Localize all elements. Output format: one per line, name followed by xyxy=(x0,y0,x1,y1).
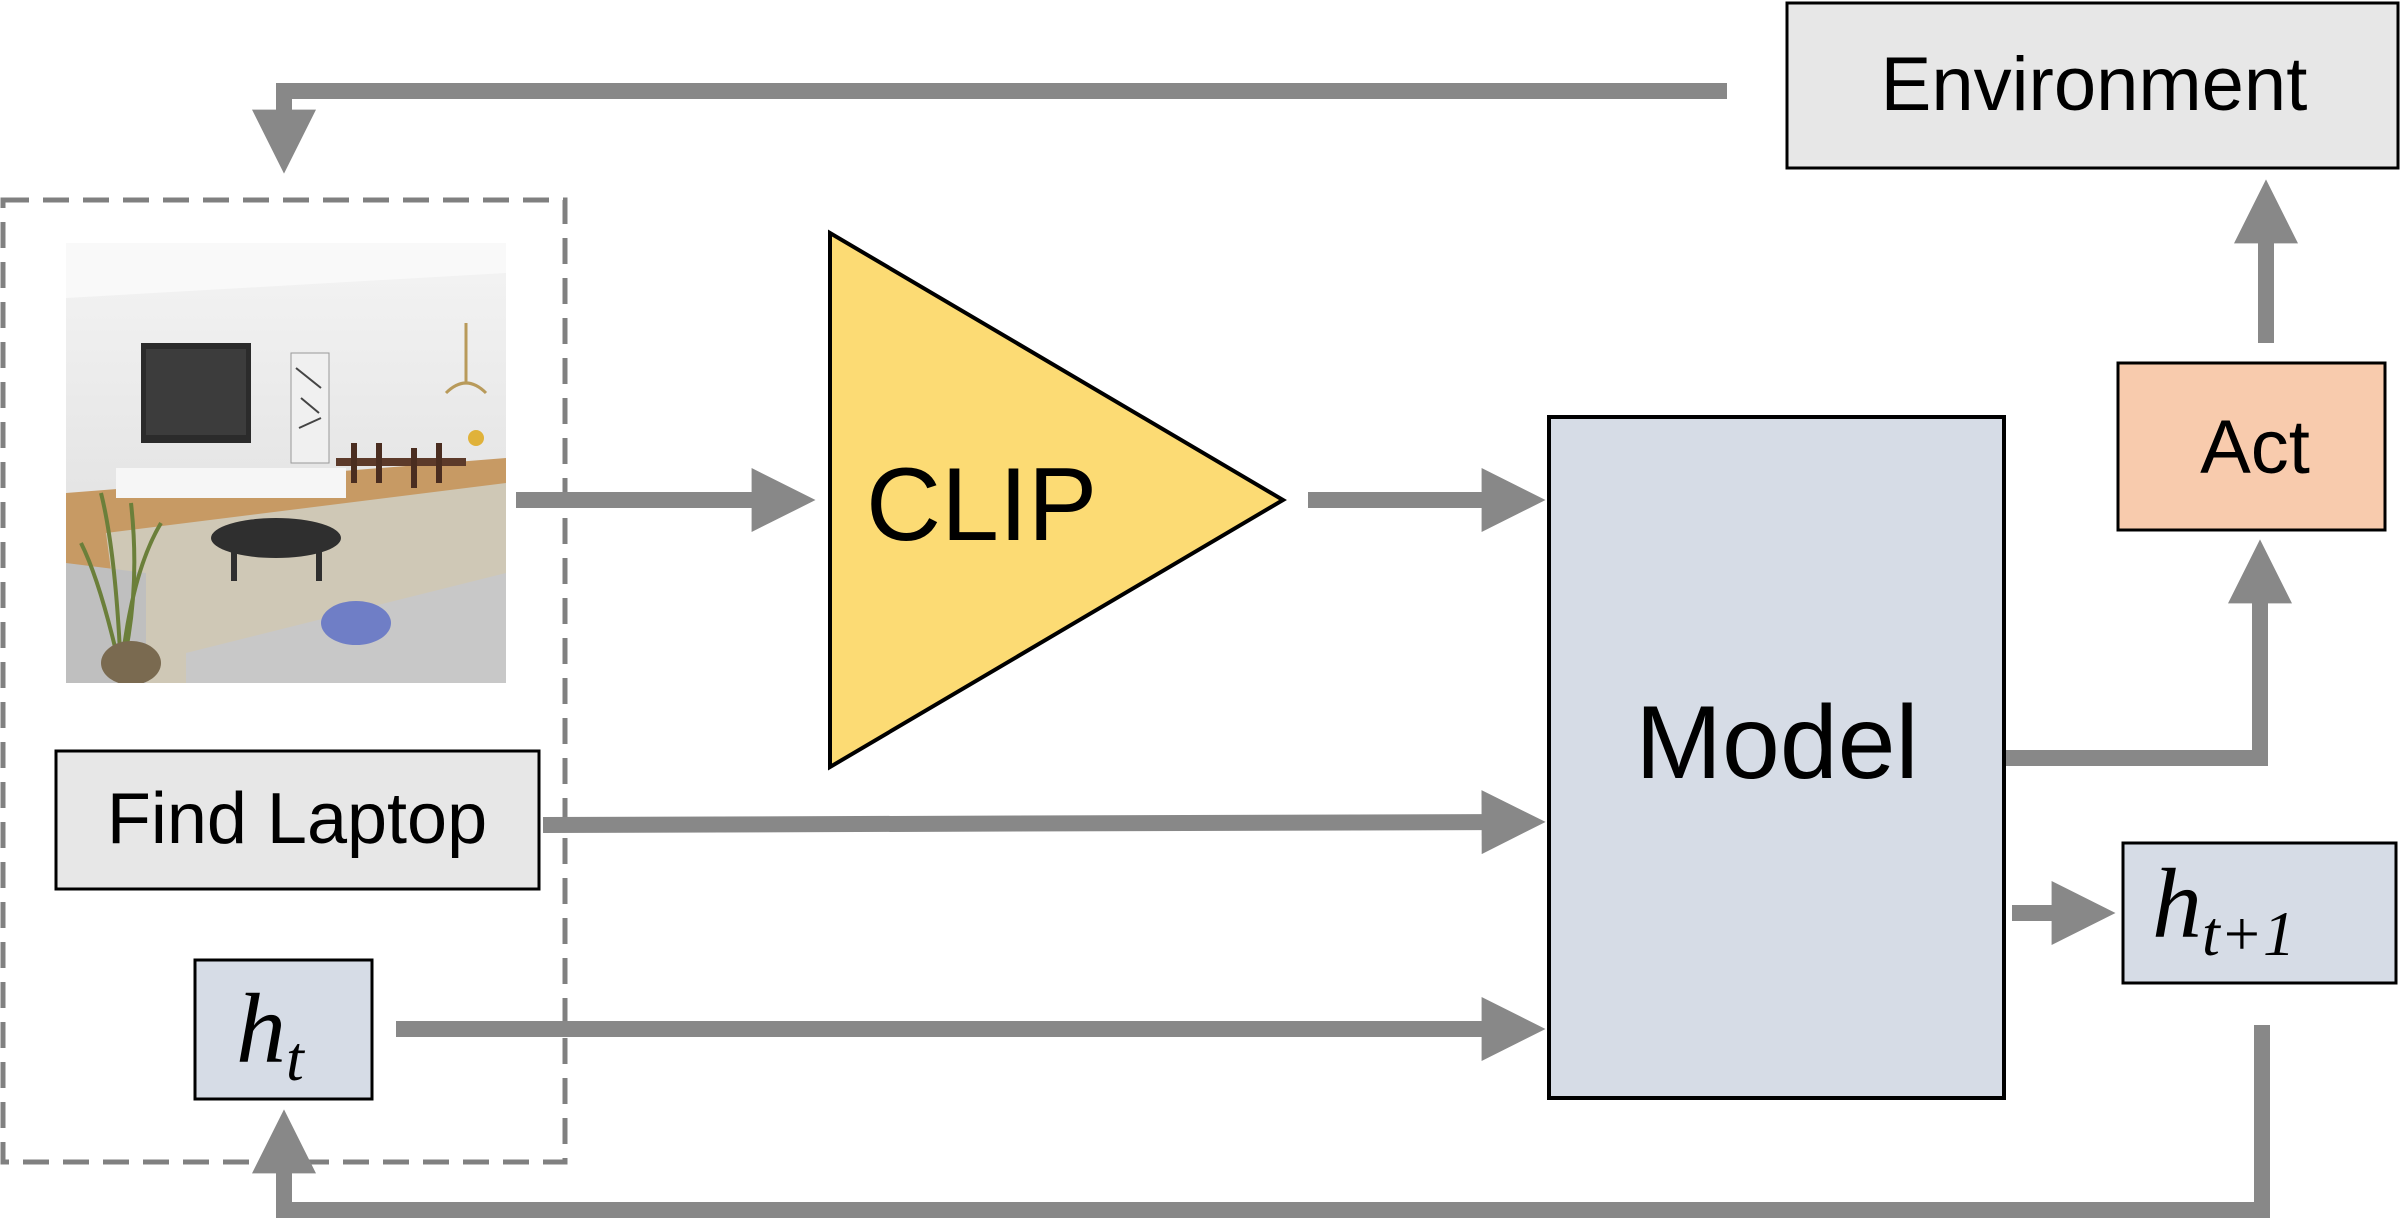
hidden-out-subscript: t+1 xyxy=(2202,898,2295,969)
hidden-state-input-box: ht xyxy=(193,958,374,1101)
clip-label: CLIP xyxy=(866,447,1097,563)
hidden-in-symbol: h xyxy=(236,973,286,1084)
arrow-model-to-act xyxy=(2006,539,2292,766)
svg-text:ht+1: ht+1 xyxy=(2152,848,2295,969)
hidden-state-output-box: ht+1 xyxy=(2121,841,2398,985)
model-box: Model xyxy=(1547,415,2006,1100)
hidden-in-subscript: t xyxy=(286,1023,306,1094)
arrow-environment-to-input xyxy=(252,83,1727,174)
environment-label: Environment xyxy=(1881,42,2308,127)
arrow-instruction-to-model xyxy=(542,790,1546,855)
instruction-box: Find Laptop xyxy=(54,749,541,891)
observation-image xyxy=(66,243,506,683)
svg-text:ht: ht xyxy=(236,973,306,1094)
arrow-hidden-out-loop-to-hidden-in xyxy=(252,1025,2270,1218)
hidden-out-symbol: h xyxy=(2152,848,2202,959)
clip-encoder: CLIP xyxy=(828,229,1287,771)
instruction-label: Find Laptop xyxy=(107,779,487,859)
act-label: Act xyxy=(2200,405,2310,490)
environment-box: Environment xyxy=(1785,1,2400,170)
model-label: Model xyxy=(1635,685,1918,801)
act-box: Act xyxy=(2116,361,2387,532)
